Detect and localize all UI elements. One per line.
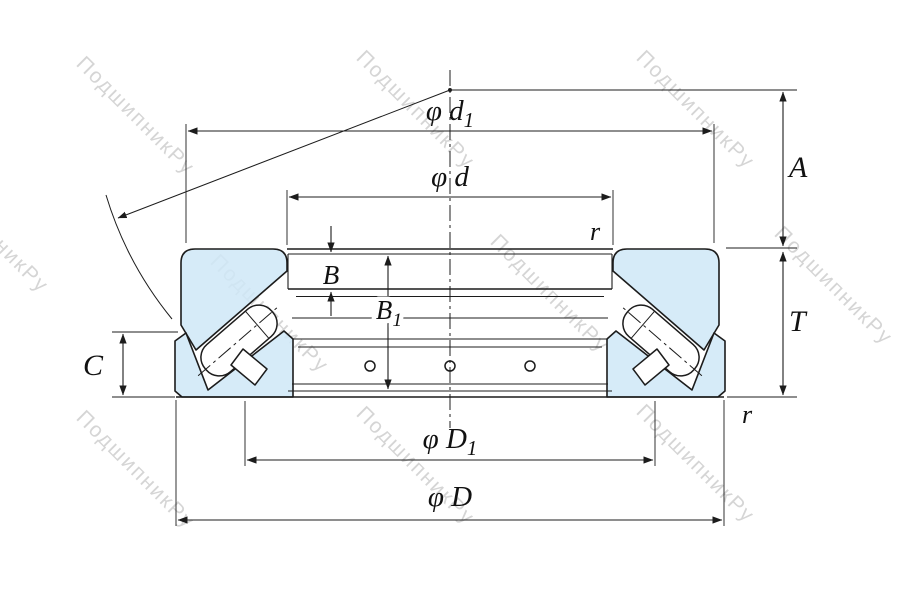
dim-B: B [323, 226, 340, 316]
right-cage-section [632, 348, 670, 386]
raceway-radius-arc [105, 194, 173, 320]
dim-label-A: A [787, 151, 808, 184]
dim-T: T [727, 251, 808, 398]
top-right-washer-section [612, 248, 720, 351]
dim-phi-D1: φ D1 [244, 401, 656, 466]
dim-label-B: B [323, 260, 340, 290]
dim-label-r-bottom: r [742, 400, 753, 429]
dim-label-phi-d: φ d [431, 161, 469, 193]
dim-phi-d: φ d [286, 161, 614, 245]
top-left-washer-section [180, 248, 288, 351]
left-cage-section [230, 348, 268, 386]
dim-phi-d1: φ d1 [185, 95, 715, 243]
left-roller [197, 304, 281, 377]
right-roller [619, 304, 703, 377]
radius-leader-line [117, 89, 451, 219]
dim-label-C: C [83, 349, 104, 382]
dim-label-phi-D: φ D [428, 481, 472, 513]
sphere-center-construct [105, 88, 797, 320]
dim-B1: B1 [371, 255, 407, 390]
dim-label-B1: B1 [376, 295, 402, 331]
dim-label-phi-D1: φ D1 [423, 423, 478, 460]
dim-label-T: T [789, 305, 808, 338]
dim-phi-D: φ D [175, 400, 725, 526]
dim-label-r-top: r [590, 217, 601, 246]
right-roller-axis [619, 304, 703, 377]
dim-A: A [726, 91, 808, 249]
dim-label-phi-d1: φ d1 [426, 95, 474, 132]
left-roller-axis [197, 304, 281, 377]
dim-C: C [83, 331, 178, 398]
